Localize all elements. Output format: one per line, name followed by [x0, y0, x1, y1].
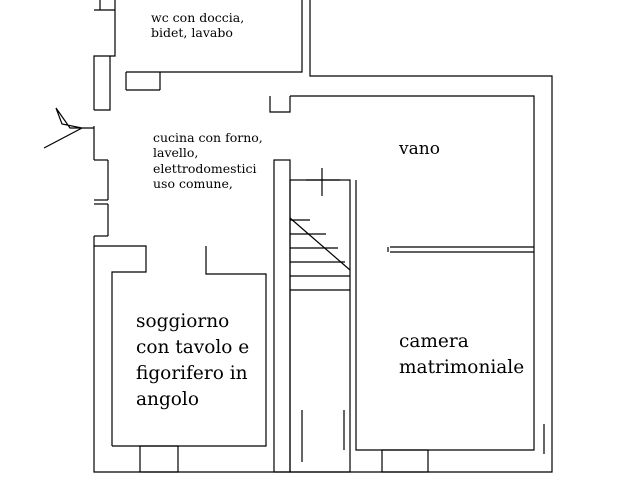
kitchen-label-line: uso comune,: [153, 175, 233, 191]
bedroom-label-line: camera: [399, 331, 469, 352]
bathroom-label-line: bidet, lavabo: [151, 25, 233, 41]
kitchen-label-line: cucina con forno,: [153, 130, 263, 145]
hall-label: vano: [399, 139, 440, 159]
stair-block: [289, 179, 351, 473]
kitchen-label: cucina con forno, lavello, elettrodomest…: [153, 130, 263, 191]
kitchen-label-line: elettrodomestici: [153, 160, 257, 176]
outer-wall-left-top: [93, 0, 116, 110]
inner-wall-bottom-left: [112, 246, 267, 447]
living-room-label-line: figorifero in: [136, 362, 248, 384]
bedroom-label-line: matrimoniale: [399, 356, 525, 378]
living-room-label-line: angolo: [136, 388, 199, 410]
inner-wall-living-left: [94, 245, 147, 446]
bathroom-label: wc con doccia, bidet, lavabo: [151, 10, 244, 41]
living-room-label-line: soggiorno: [136, 311, 230, 332]
outer-wall-top: [93, 0, 553, 473]
entrance-arrow: [43, 107, 94, 149]
inner-wall-right: [290, 95, 535, 451]
bathroom-label-line: wc con doccia,: [151, 10, 245, 25]
living-room-label: soggiorno con tavolo e figorifero in ang…: [136, 309, 249, 413]
bedroom-label: camera matrimoniale: [399, 329, 524, 381]
inner-wall-line: [126, 0, 303, 73]
living-room-label-line: con tavolo e: [136, 336, 250, 358]
kitchen-label-line: lavello,: [153, 145, 199, 161]
